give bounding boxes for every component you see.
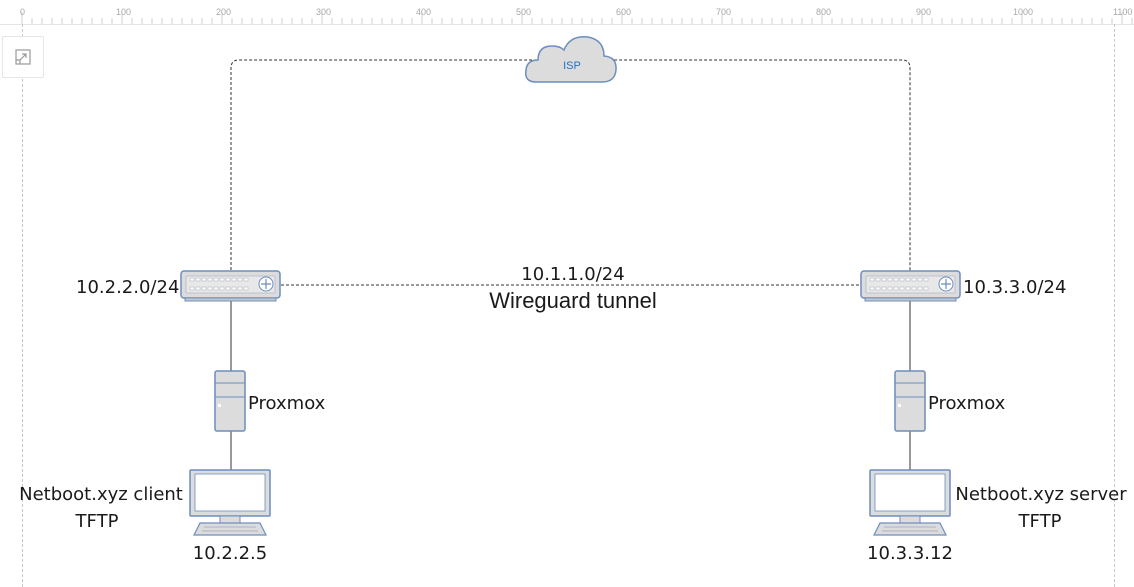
ruler-label-900: 900 xyxy=(916,7,932,17)
ruler-label-0: 0 xyxy=(20,7,26,17)
ruler-ticks xyxy=(21,12,1133,24)
ruler-label-800: 800 xyxy=(816,7,832,17)
right-router-subnet-label[interactable]: 10.3.3.0/24 xyxy=(963,277,1067,298)
ruler-label-400: 400 xyxy=(416,7,432,17)
page-boundary-right xyxy=(1114,24,1115,587)
workstation-icon[interactable] xyxy=(189,469,271,536)
left-client-role-label[interactable]: Netboot.xyz client xyxy=(19,484,183,505)
ruler-label-1100: 1100 xyxy=(1113,7,1133,17)
server-icon[interactable] xyxy=(894,370,926,432)
horizontal-ruler: 0 100 200 300 400 500 600 700 800 900 10… xyxy=(0,0,1134,25)
right-proxmox-label[interactable]: Proxmox xyxy=(928,393,1006,414)
fit-page-icon xyxy=(15,49,31,65)
ruler-label-500: 500 xyxy=(516,7,532,17)
workstation-icon[interactable] xyxy=(869,469,951,536)
ruler-label-600: 600 xyxy=(616,7,632,17)
ruler-label-1000: 1000 xyxy=(1013,7,1034,17)
left-router-subnet-label[interactable]: 10.2.2.0/24 xyxy=(76,277,180,298)
server-icon[interactable] xyxy=(214,370,246,432)
ruler-label-700: 700 xyxy=(716,7,732,17)
right-server-service-label[interactable]: TFTP xyxy=(1018,511,1062,532)
right-server-role-label[interactable]: Netboot.xyz server xyxy=(955,484,1127,505)
ruler-label-300: 300 xyxy=(316,7,332,17)
tunnel-subnet-label[interactable]: 10.1.1.0/24 xyxy=(521,264,625,285)
left-client-ip-label[interactable]: 10.2.2.5 xyxy=(192,543,268,564)
ruler-label-200: 200 xyxy=(216,7,232,17)
fit-page-button[interactable] xyxy=(2,36,44,78)
cloud-label[interactable]: ISP xyxy=(563,60,581,72)
left-proxmox-label[interactable]: Proxmox xyxy=(248,393,326,414)
right-server-ip-label[interactable]: 10.3.3.12 xyxy=(867,543,953,564)
router-icon[interactable] xyxy=(860,270,961,302)
tunnel-label[interactable]: Wireguard tunnel xyxy=(489,288,657,313)
cloud-icon[interactable] xyxy=(524,36,617,83)
isp-link-dashed[interactable] xyxy=(230,59,911,285)
left-client-service-label[interactable]: TFTP xyxy=(75,511,119,532)
ruler-label-100: 100 xyxy=(116,7,132,17)
router-icon[interactable] xyxy=(180,270,281,302)
page-boundary-left xyxy=(22,24,23,587)
